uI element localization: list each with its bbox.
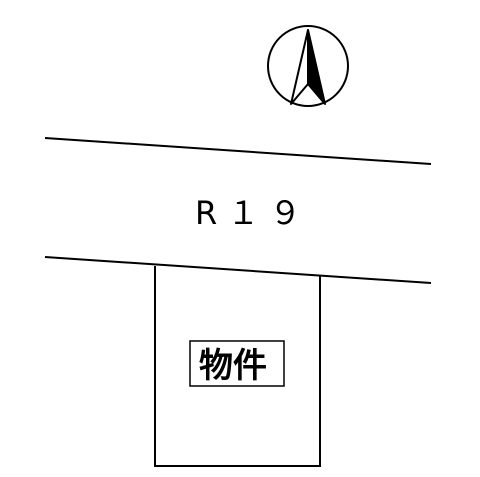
north-arrow-icon (267, 25, 349, 107)
north-arrow-right-half (307, 29, 326, 105)
property-lot-outline (154, 266, 321, 467)
north-arrow-circle (267, 25, 349, 107)
property-label: 物件 (199, 346, 267, 386)
north-arrow-left-half (290, 29, 309, 105)
road-edge-bottom (44, 256, 432, 284)
road-label: R１９ (195, 194, 311, 232)
property-label-box (189, 340, 285, 387)
road-edge-top (44, 137, 432, 165)
